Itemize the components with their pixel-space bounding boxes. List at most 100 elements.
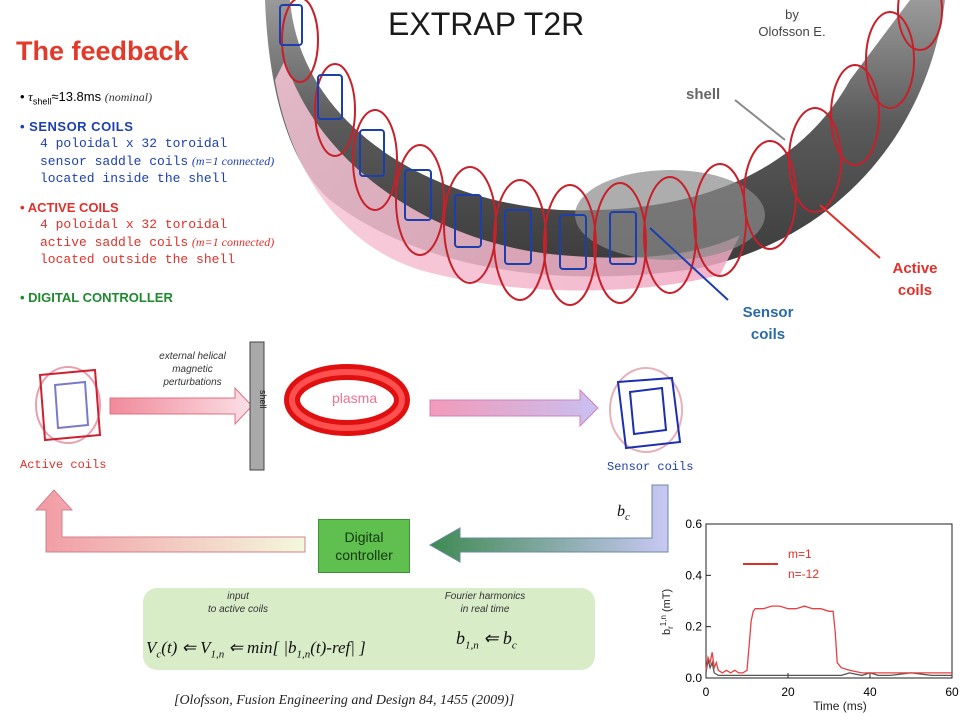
- bc-c: c: [625, 511, 630, 524]
- input-label: input to active coils: [198, 590, 278, 616]
- y-axis-label: br1,n (mT): [659, 589, 675, 635]
- active-line1: 4 poloidal x 32 toroidal: [40, 217, 228, 232]
- tau-symbol: τ: [28, 89, 33, 104]
- y-label-text: br1,n (mT): [659, 589, 675, 635]
- feq-b: b: [456, 628, 465, 648]
- x-tick-label: 20: [781, 685, 795, 699]
- fourier-equation: b1,n ⇐ bc: [456, 628, 517, 652]
- plasma-band: [275, 60, 740, 291]
- sensor-coils: [279, 4, 637, 270]
- formula-box: [143, 588, 595, 670]
- digital-controller-box: Digital controller: [318, 519, 410, 573]
- arrow-controller-to-active-body: [34, 489, 306, 553]
- perturb-line3: perturbations: [163, 377, 222, 388]
- citation: [Olofsson, Fusion Engineering and Design…: [174, 693, 515, 708]
- eq-sub-1n: 1,n: [210, 648, 225, 661]
- controller-heading: DIGITAL CONTROLLER: [28, 290, 173, 305]
- legend-m: m=1: [788, 547, 812, 561]
- active-line2b: (m=1 connected): [191, 235, 275, 249]
- sensor-coils-label: Sensor coils: [728, 302, 808, 346]
- tau-value: ≈13.8ms: [51, 89, 102, 104]
- x-tick-label: 40: [863, 685, 877, 699]
- input-line2: to active coils: [207, 604, 269, 615]
- bc-label: bc: [617, 503, 630, 523]
- eq-part2: (t) ⇐ V: [161, 638, 211, 657]
- shell-bar-label: shell: [258, 390, 268, 409]
- input-line1: input: [227, 591, 249, 602]
- y-tick-label: 0.4: [685, 568, 702, 582]
- active-coil-rings: [281, 0, 943, 306]
- sensor-coils-label-2: coils: [750, 326, 786, 343]
- shell-bar: [249, 341, 265, 471]
- sensor-coils-caption: Sensor coils: [607, 460, 694, 474]
- bullet-tau: • τshell≈13.8ms (nominal): [20, 89, 153, 107]
- arrow-perturbation: [109, 386, 253, 426]
- legend-n: n=-12: [788, 567, 819, 581]
- active-coil-graphic: [35, 366, 102, 444]
- y-tick-label: 0.6: [685, 517, 702, 531]
- feq-sub: 1,n: [465, 639, 479, 652]
- shell-pointer: [734, 99, 786, 141]
- byline-author: Olofsson E.: [758, 24, 826, 39]
- bullet-sensor: • SENSOR COILS 4 poloidal x 32 toroidal …: [20, 119, 275, 186]
- eq-sub-1n-b: 1,n: [296, 648, 311, 661]
- sensor-line2b: (m=1 connected): [191, 154, 275, 168]
- byline-by: by: [785, 7, 799, 22]
- series-line-m1-n-12: [705, 605, 952, 674]
- controller-line1: Digital: [344, 529, 384, 545]
- arrow-sensor-to-controller: [428, 484, 669, 563]
- arrow-to-sensors: [429, 388, 599, 428]
- sensor-coil-graphic: [609, 367, 683, 453]
- shell-label: shell: [686, 86, 721, 103]
- sensor-pointer: [649, 227, 729, 301]
- slide-title: The feedback: [16, 36, 189, 66]
- x-tick-label: 0: [703, 685, 710, 699]
- y-tick-label: 0.2: [685, 620, 702, 634]
- sensor-line1: 4 poloidal x 32 toroidal: [40, 136, 228, 151]
- feq-arrow: ⇐ b: [478, 628, 512, 648]
- tau-sub: shell: [32, 96, 52, 107]
- main-title: EXTRAP T2R: [388, 6, 585, 42]
- active-coils-caption: Active coils: [20, 458, 107, 472]
- active-pointer: [819, 204, 881, 259]
- perturb-line1: external helical: [159, 351, 226, 362]
- eq-sub-c: c: [156, 648, 162, 661]
- control-law-equation: Vc(t) ⇐ V1,n ⇐ min[ |b1,n(t)-ref| ]: [146, 638, 366, 660]
- perturb-line2: magnetic: [172, 364, 213, 375]
- chart-series: [705, 605, 952, 677]
- shell-tube: [265, 0, 945, 277]
- shell-end: [575, 170, 765, 260]
- x-tick-label: 60: [945, 685, 959, 699]
- active-line3: located outside the shell: [40, 252, 236, 267]
- active-heading: ACTIVE COILS: [27, 200, 119, 215]
- plot-area: [705, 523, 953, 679]
- sensor-heading: SENSOR COILS: [29, 119, 134, 134]
- plasma-ring: [284, 364, 410, 436]
- y-tick-label: 0.0: [685, 671, 702, 685]
- eq-v: V: [146, 638, 157, 657]
- active-coils-label: Active coils: [870, 258, 960, 302]
- byline: by Olofsson E.: [752, 6, 832, 40]
- tau-note: (nominal): [104, 90, 153, 104]
- active-coils-label-1: Active: [892, 260, 938, 277]
- eq-part4: (t)-ref| ]: [310, 638, 366, 657]
- x-axis-label: Time (ms): [813, 699, 867, 713]
- sensor-line3: located inside the shell: [40, 171, 228, 186]
- fourier-line1: Fourier harmonics: [444, 591, 526, 602]
- sensor-coils-label-1: Sensor: [742, 304, 794, 321]
- active-line2a: active saddle coils: [40, 235, 189, 250]
- eq-part3: ⇐ min[ |b: [224, 638, 297, 657]
- controller-line2: controller: [335, 547, 393, 563]
- series-line-baseline: [705, 659, 952, 677]
- torus-illustration: [265, 0, 945, 306]
- fourier-line2: in real time: [460, 604, 510, 615]
- plasma-label: plasma: [332, 390, 378, 406]
- sensor-line2a: sensor saddle coils: [40, 154, 189, 169]
- bc-b: b: [617, 503, 625, 520]
- feq-sub-c: c: [511, 639, 517, 652]
- bullet-active: • ACTIVE COILS 4 poloidal x 32 toroidal …: [20, 200, 275, 267]
- bullet-controller: • DIGITAL CONTROLLER: [20, 290, 173, 305]
- active-coils-label-2: coils: [897, 282, 933, 299]
- perturbation-label: external helical magnetic perturbations: [140, 350, 245, 389]
